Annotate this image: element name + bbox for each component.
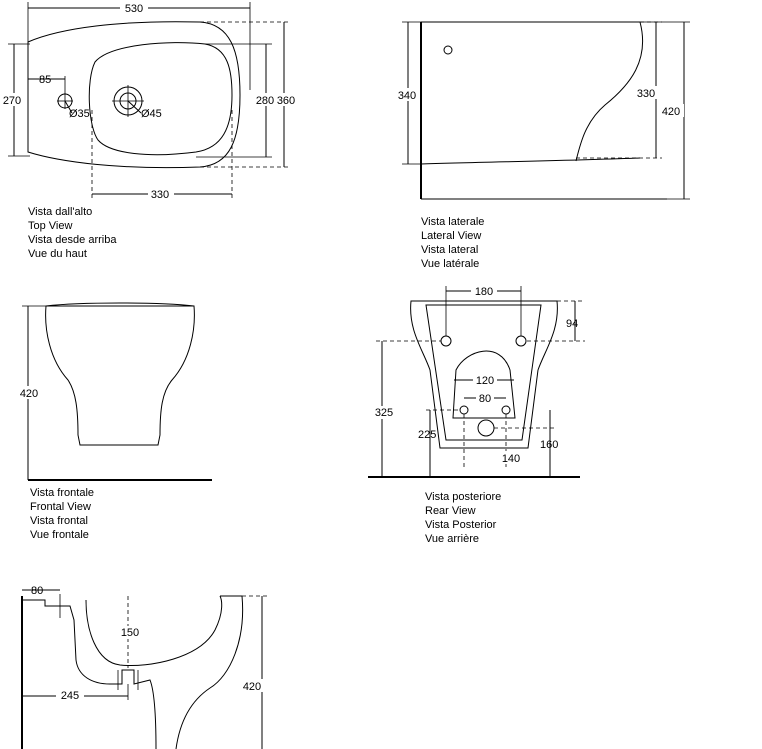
dim-140: 140 bbox=[502, 453, 520, 465]
dim-lat-330: 330 bbox=[637, 88, 655, 100]
dim-160: 160 bbox=[540, 439, 558, 451]
rear-caption-es: Vista Posterior bbox=[425, 519, 497, 531]
lateral-caption-fr: Vue latérale bbox=[421, 258, 479, 270]
dim-94: 94 bbox=[566, 318, 578, 330]
lateral-caption-es: Vista lateral bbox=[421, 244, 478, 256]
dim-120: 120 bbox=[476, 375, 494, 387]
top-view-caption-it: Vista dall'alto bbox=[28, 206, 92, 218]
dim-d45: Ø45 bbox=[141, 108, 162, 120]
dim-270: 270 bbox=[3, 95, 21, 107]
top-view: 530 85 Ø35 Ø45 270 280 360 330 V bbox=[1, 1, 302, 260]
dim-front-420: 420 bbox=[20, 388, 38, 400]
dim-330: 330 bbox=[151, 189, 169, 201]
dim-sec-420: 420 bbox=[243, 681, 261, 693]
frontal-caption-fr: Vue frontale bbox=[30, 529, 89, 541]
dim-225: 225 bbox=[418, 429, 436, 441]
rear-view: 180 94 120 80 325 225 160 140 Vista post bbox=[368, 285, 585, 545]
dim-85: 85 bbox=[39, 74, 51, 86]
top-view-caption-fr: Vue du haut bbox=[28, 248, 87, 260]
top-view-outline bbox=[27, 21, 241, 169]
dim-340: 340 bbox=[398, 90, 416, 102]
dim-180: 180 bbox=[475, 286, 493, 298]
section-view: 80 150 245 420 bbox=[21, 585, 270, 749]
frontal-caption-en: Frontal View bbox=[30, 501, 91, 513]
frontal-caption-it: Vista frontale bbox=[30, 487, 94, 499]
frontal-caption-es: Vista frontal bbox=[30, 515, 88, 527]
dim-sec-80: 80 bbox=[31, 585, 43, 597]
rear-caption-en: Rear View bbox=[425, 505, 476, 517]
dim-530: 530 bbox=[125, 3, 143, 15]
dim-d35: Ø35 bbox=[69, 108, 90, 120]
top-view-basin bbox=[88, 42, 233, 156]
rear-caption-it: Vista posteriore bbox=[425, 491, 501, 503]
dim-80: 80 bbox=[479, 393, 491, 405]
frontal-view: 420 Vista frontale Frontal View Vista fr… bbox=[18, 302, 212, 541]
dim-245: 245 bbox=[61, 690, 79, 702]
dim-325: 325 bbox=[375, 407, 393, 419]
dim-150: 150 bbox=[121, 627, 139, 639]
top-view-caption-es: Vista desde arriba bbox=[28, 234, 117, 246]
rear-caption-fr: Vue arrière bbox=[425, 533, 479, 545]
dim-280: 280 bbox=[256, 95, 274, 107]
dim-lat-420: 420 bbox=[662, 106, 680, 118]
lateral-caption-en: Lateral View bbox=[421, 230, 481, 242]
lateral-view: 340 330 420 Vista laterale Lateral View … bbox=[395, 21, 690, 270]
lateral-caption-it: Vista laterale bbox=[421, 216, 484, 228]
top-view-caption-en: Top View bbox=[28, 220, 72, 232]
dim-360: 360 bbox=[277, 95, 295, 107]
